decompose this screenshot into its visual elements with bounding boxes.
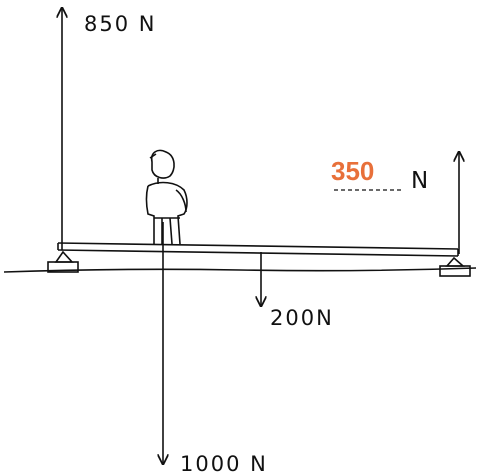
right-support: [439, 256, 471, 277]
beam: [57, 242, 459, 257]
answer-value: 350: [331, 156, 374, 186]
ground-line: [3, 267, 477, 273]
person-weight-label: 1000 N: [180, 452, 268, 475]
left-support-force-label: 850 N: [84, 12, 156, 36]
left-support: [47, 250, 79, 273]
person-figure: [145, 149, 188, 245]
answer-unit: N: [411, 168, 430, 194]
beam-weight-label: 200N: [270, 306, 334, 330]
